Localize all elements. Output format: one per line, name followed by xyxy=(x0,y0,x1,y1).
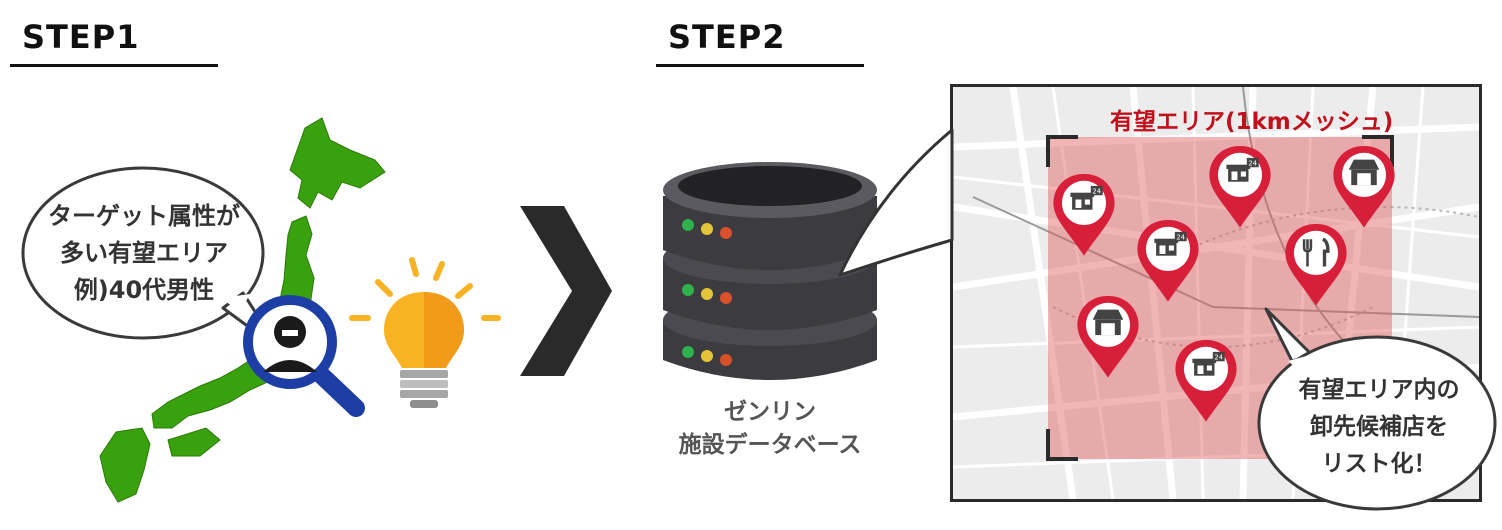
step2-bubble-shape xyxy=(1257,307,1497,511)
step2-bubble-text: 有望エリア内の 卸先候補店を リスト化！ xyxy=(1276,372,1482,483)
pin-storefront-1 xyxy=(1333,146,1395,228)
step2-underline xyxy=(656,64,864,67)
step1-bubble-line-1: ターゲット属性が xyxy=(48,202,240,230)
pin-convenience-store-2 xyxy=(1137,220,1199,302)
step1-bubble-text: ターゲット属性が 多い有望エリア 例)40代男性 xyxy=(28,198,260,309)
map-title: 有望エリア(1kmメッシュ) xyxy=(1110,109,1394,135)
magnifier-person-icon xyxy=(243,295,365,417)
chevron-right-icon xyxy=(520,206,612,376)
pin-convenience-store-1 xyxy=(1053,174,1115,256)
step1-bubble-line-3: 例)40代男性 xyxy=(73,276,215,304)
step2-title: STEP2 xyxy=(668,18,786,56)
pin-storefront-2 xyxy=(1077,296,1139,378)
pin-convenience-store-3 xyxy=(1209,146,1271,228)
step2-bubble-line-3: リスト化！ xyxy=(1321,451,1437,477)
pin-restaurant xyxy=(1285,224,1347,306)
database-label: ゼンリン 施設データベース xyxy=(650,396,890,462)
step2-bubble-line-1: 有望エリア内の xyxy=(1298,377,1460,403)
step2-bubble-line-2: 卸先候補店を xyxy=(1310,414,1448,440)
step1-bubble-line-2: 多い有望エリア xyxy=(60,239,228,267)
database-label-line-1: ゼンリン xyxy=(724,399,816,425)
database-label-line-2: 施設データベース xyxy=(678,432,862,458)
step1-title: STEP1 xyxy=(22,18,140,56)
pin-convenience-store-4 xyxy=(1175,340,1237,422)
callout-pointer xyxy=(838,128,954,277)
database-server-icon xyxy=(663,162,877,380)
step1-underline xyxy=(10,64,218,67)
lightbulb-icon xyxy=(349,257,501,408)
